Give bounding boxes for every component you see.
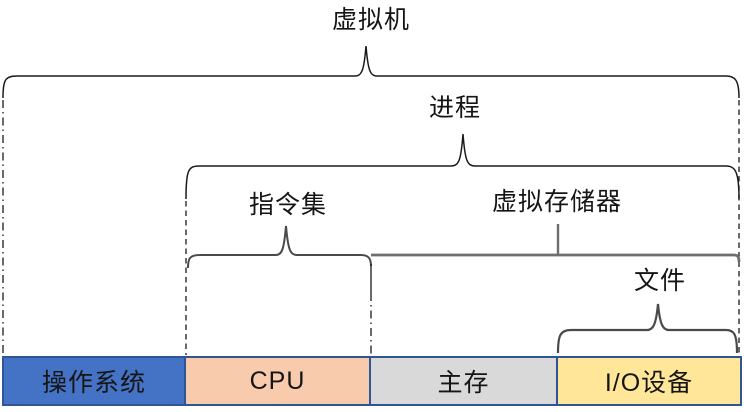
hw-box-io-devices: I/O设备 xyxy=(558,358,740,404)
virtual-machine-brace xyxy=(2,45,740,99)
files-brace xyxy=(556,303,739,354)
label-files: 文件 xyxy=(633,267,687,295)
hw-label-io-devices: I/O设备 xyxy=(604,369,694,397)
virtual-memory-line xyxy=(371,253,741,263)
process-brace xyxy=(185,133,740,200)
label-process: 进程 xyxy=(428,94,482,122)
hw-label-cpu: CPU xyxy=(249,366,306,395)
hw-label-operating-system: 操作系统 xyxy=(41,369,146,397)
hw-box-operating-system: 操作系统 xyxy=(4,358,186,404)
hw-label-main-memory: 主存 xyxy=(437,369,490,397)
label-instruction-set: 指令集 xyxy=(248,191,328,219)
instruction-set-brace xyxy=(187,225,372,269)
hardware-row: 操作系统 CPU 主存 I/O设备 xyxy=(2,356,742,406)
label-virtual-memory: 虚拟存储器 xyxy=(491,188,623,216)
hw-box-main-memory: 主存 xyxy=(371,358,558,404)
hw-box-cpu: CPU xyxy=(186,358,371,404)
label-virtual-machine: 虚拟机 xyxy=(331,6,411,34)
